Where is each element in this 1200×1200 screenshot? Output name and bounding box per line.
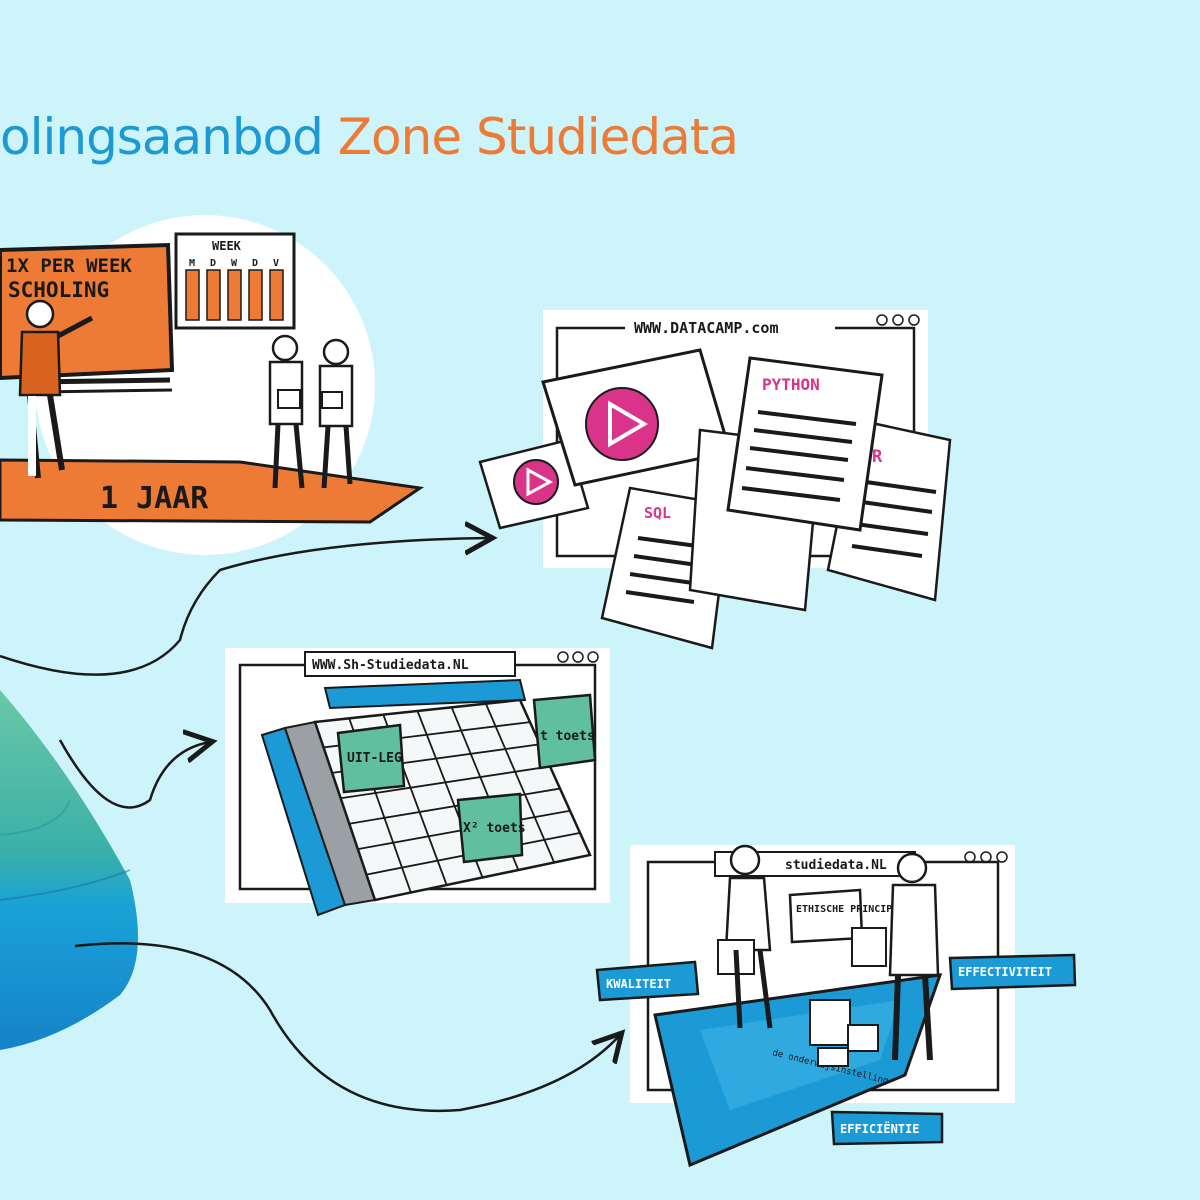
datacamp-url: WWW.DATACAMP.com [634,319,779,337]
card-sql-label: SQL [644,504,671,522]
note-chi-toets: X² toets [456,792,526,864]
calendar-day-label: W [231,258,238,269]
arrow-to-studiedata-table [58,740,210,809]
note-t-toets: t toets [532,693,597,770]
note-uitleg-text: UIT-LEG [347,751,402,766]
teacher-figure [18,299,94,479]
title-part-orange: Zone Studiedata [337,108,739,166]
calendar-day-label: M [189,258,195,269]
duration-label: 1 JAAR [100,481,209,516]
calendar-day-label: D [210,258,216,269]
board-text-line1: 1X PER WEEK [6,255,132,277]
note-uitleg: UIT-LEG [336,723,406,794]
label-efficientie: EFFICIËNTIE [830,1110,944,1146]
grid-row-line [349,787,561,825]
play-icon-small [513,459,559,505]
label-efficientie-text: EFFICIËNTIE [840,1121,919,1136]
label-effectiviteit-text: EFFECTIVITEIT [958,965,1052,979]
card-python-label: PYTHON [762,375,820,394]
label-kwaliteit: KWALITEIT [595,960,700,1002]
note-chi-toets-text: X² toets [463,821,526,836]
training-scene: 1 JAAR 1X PER WEEK SCHOLING WEEK M D W D V [0,215,425,555]
calendar-day-label: D [252,258,258,269]
calendar-day-bar [185,269,200,321]
calendar-day-bar [269,269,284,321]
calendar-day-label: V [273,258,279,269]
ethics-window: studiedata.NL de onderwijsinstelling ETH… [595,844,1077,1168]
window-controls [557,651,599,663]
play-icon-large [585,387,659,461]
card-python: PYTHON [726,356,884,532]
datacamp-url-bar [625,315,835,339]
card-r-label: R [872,447,883,467]
calendar-day-bar [227,269,242,321]
calendar-day-bar [206,269,221,321]
calendar-day-bar [248,269,263,321]
floor-arrow [0,458,425,524]
table-url: WWW.Sh-Studiedata.NL [312,658,469,673]
student-figure-2 [318,338,354,489]
institution-buildings [809,999,879,1067]
student-figure-1 [268,334,305,489]
funnel-cone [0,690,138,1050]
studiedata-table-window: WWW.Sh-Studiedata.NL UIT-LEG t toets X² … [225,648,610,917]
ethics-url: studiedata.NL [785,858,887,873]
spreadsheet-header [323,678,527,710]
window-controls [876,314,920,326]
grid-column-line [485,703,555,863]
window-controls [964,851,1008,863]
person-man [851,852,940,1061]
label-kwaliteit-text: KWALITEIT [606,977,671,991]
arrow-to-datacamp [0,538,490,676]
board-text-line2: SCHOLING [8,278,109,302]
datacamp-window: WWW.DATACAMP.com SQL R [478,310,952,650]
ethics-sign-line1: ETHISCHE PRINCIPES [796,904,904,915]
label-effectiviteit: EFFECTIVITEIT [948,953,1077,991]
page-title: olingsaanbod Zone Studiedata [0,108,739,166]
arrow-to-ethics [74,942,620,1113]
connector-arrows [0,538,620,1113]
note-t-toets-text: t toets [540,729,595,744]
grid-row-line [340,765,551,800]
title-part-blue: olingsaanbod [0,108,324,166]
table-url-bar [304,651,516,677]
calendar-header: WEEK [212,239,242,253]
person-woman [717,844,773,1029]
